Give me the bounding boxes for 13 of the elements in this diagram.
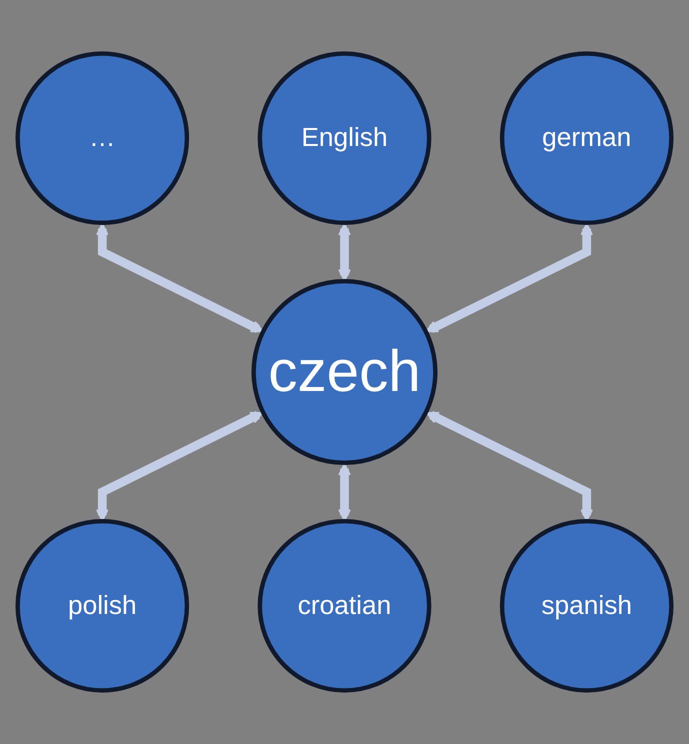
node-circle: czech [251, 278, 438, 466]
arrow [338, 222, 351, 282]
node-circle: croatian [258, 519, 432, 693]
node-circle: polish [15, 519, 190, 693]
node-circle: … [15, 51, 190, 225]
arrow [425, 222, 594, 333]
arrow [338, 462, 351, 522]
node-circle: spanish [500, 519, 674, 693]
node-circle: English [258, 51, 432, 225]
arrow [96, 411, 264, 522]
node-circle: german [500, 51, 674, 225]
arrow [426, 411, 594, 522]
arrow [96, 222, 264, 333]
